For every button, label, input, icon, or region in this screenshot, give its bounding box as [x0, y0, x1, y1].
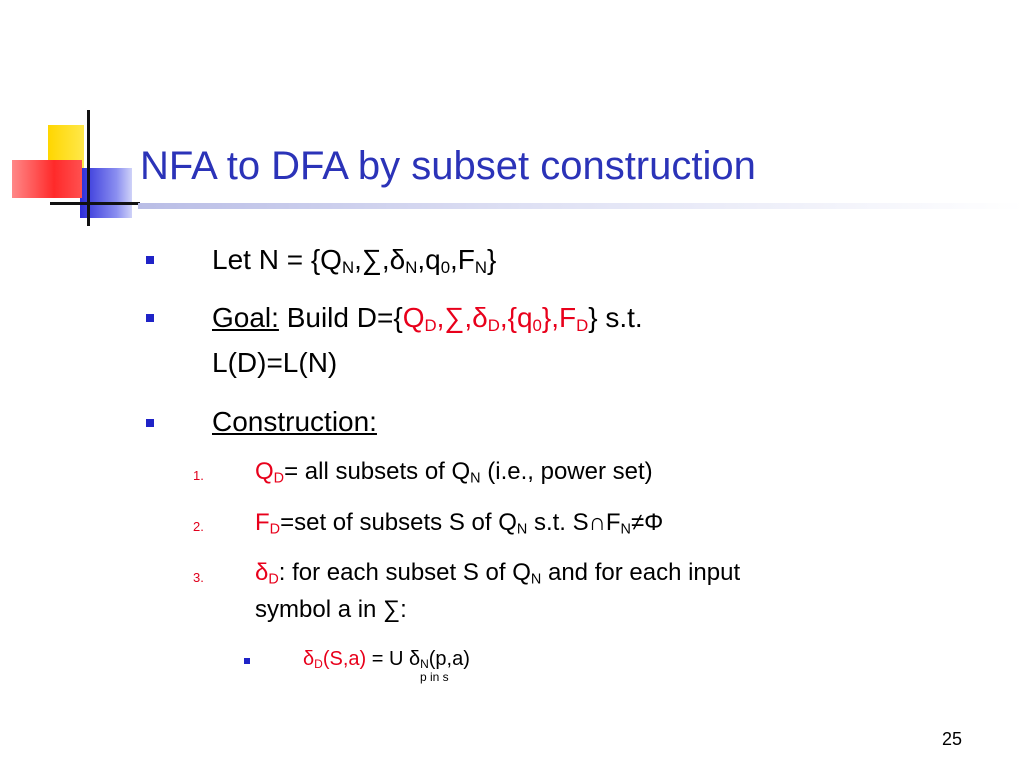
logo-red-square — [12, 160, 82, 198]
title-underline-rule — [138, 203, 1024, 209]
item-2-text: FD=set of subsets S of QN s.t. S∩FN≠Φ — [255, 509, 664, 538]
bullet-2-text: Goal: Build D={QD,∑,δD,{q0},FD} s.t. — [212, 302, 643, 336]
goal-label: Goal: — [212, 302, 279, 333]
bullet-icon — [146, 256, 154, 264]
bullet-icon — [146, 314, 154, 322]
item-number-3: 3. — [193, 570, 204, 585]
item-3-line2: symbol a in ∑: — [255, 596, 407, 623]
subitem-formula: δD(S,a) = U δN(p,a) — [303, 648, 470, 671]
bullet-2-line2: L(D)=L(N) — [212, 347, 338, 378]
bullet-1-text: Let N = {QN,∑,δN,q0,FN} — [212, 244, 497, 278]
subitem-underscript: p in s — [420, 670, 449, 684]
item-3-text: δD: for each subset S of QN and for each… — [255, 559, 741, 588]
item-number-1: 1. — [193, 468, 204, 483]
slide-title: NFA to DFA by subset construction — [140, 144, 756, 188]
logo-vertical-line — [87, 110, 90, 226]
item-number-2: 2. — [193, 519, 204, 534]
item-1-text: QD= all subsets of QN (i.e., power set) — [255, 458, 653, 487]
bullet-icon — [244, 658, 250, 664]
bullet-icon — [146, 419, 154, 427]
construction-label: Construction: — [212, 406, 377, 437]
logo-horizontal-line — [50, 202, 140, 205]
page-number: 25 — [941, 729, 962, 749]
